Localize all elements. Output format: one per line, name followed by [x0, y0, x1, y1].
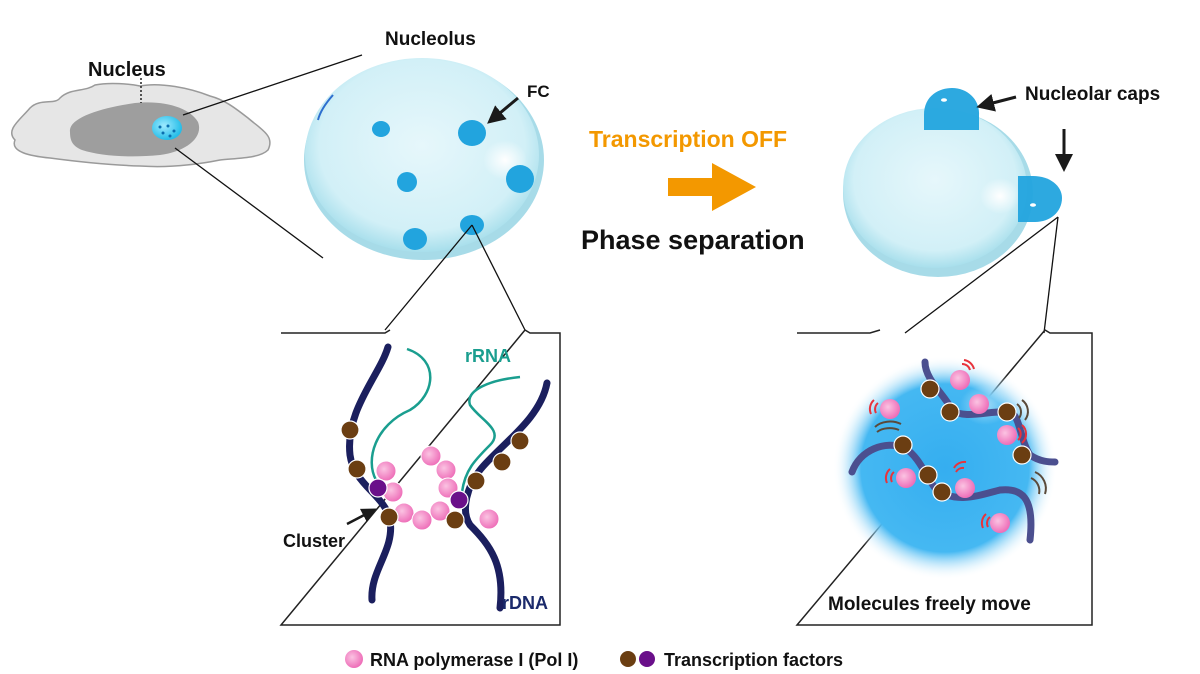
rdna-strand [462, 379, 551, 612]
zoom-line-bottom [174, 147, 324, 259]
fc-dot [372, 121, 390, 137]
tf-brown [920, 379, 940, 399]
rrna-label: rRNA [465, 346, 511, 366]
nucleus-label: Nucleus [88, 59, 166, 81]
legend: RNA polymerase I (Pol I) Transcription f… [345, 650, 843, 670]
nucleus-shape [69, 102, 200, 157]
zoom-line-left-2 [904, 216, 1059, 334]
tf-brown [997, 402, 1017, 422]
rdna-strand [346, 343, 395, 604]
motion-marks [868, 359, 1047, 529]
pol1-molecule [969, 394, 989, 414]
tf-brown [466, 471, 486, 491]
pol1-molecule [478, 508, 500, 530]
cap-highlight [941, 98, 947, 102]
cluster-arrow [346, 508, 377, 526]
legend-tf-brown-swatch [620, 651, 636, 667]
cluster-label: Cluster [283, 531, 345, 551]
legend-tf-purple-swatch [639, 651, 655, 667]
pol1-molecule [435, 459, 457, 481]
nucleolus-label: Nucleolus [385, 29, 476, 50]
cluster-inset-frame [279, 329, 561, 626]
nucleolar-cap-top [924, 88, 980, 130]
fc-dot-indicated [458, 120, 486, 146]
phase-droplet [833, 356, 1057, 580]
transcription-off-label: Transcription OFF [589, 126, 787, 152]
free-movement-inset-frame [795, 329, 1093, 626]
legend-pol1-label: RNA polymerase I (Pol I) [370, 650, 578, 670]
small-nucleolus [152, 116, 182, 140]
zoom-line-right-2 [1043, 216, 1059, 334]
tf-purple [449, 490, 469, 510]
rrna-strand [460, 375, 521, 493]
legend-tf-label: Transcription factors [664, 650, 843, 670]
pol1-molecule [429, 500, 451, 522]
pol1-molecule [990, 513, 1010, 533]
cell [10, 54, 363, 259]
fc-arrow [487, 96, 519, 124]
small-fc-dot [161, 131, 165, 135]
zoom-line-top [182, 54, 363, 116]
rrna-strand [370, 347, 432, 481]
tf-brown [379, 507, 399, 527]
caps-arrow-top [976, 94, 1017, 112]
pol1-molecule [375, 460, 397, 482]
nucleolus-rim-highlight [317, 94, 334, 121]
pol1-molecule [950, 370, 970, 390]
zoom-line-right [471, 224, 526, 331]
nucleolus-body [305, 58, 539, 252]
tf-brown [1012, 445, 1032, 465]
tf-brown [340, 420, 360, 440]
pol1-molecule [997, 425, 1017, 445]
pol1-cluster [375, 445, 500, 531]
pol1-molecule [880, 399, 900, 419]
pol1-molecule [420, 445, 442, 467]
pol1-molecule [411, 509, 433, 531]
cap-highlight [1030, 203, 1036, 207]
pol1-molecule [896, 468, 916, 488]
small-fc-dot [166, 124, 170, 128]
small-fc-dot [172, 129, 176, 133]
pol1-molecule [955, 478, 975, 498]
tf-purple [368, 478, 388, 498]
tf-brown [940, 402, 960, 422]
tf-brown [445, 510, 465, 530]
fc-dot [506, 165, 534, 193]
transcription-factors [340, 420, 530, 530]
tf-brown [510, 431, 530, 451]
fc-label: FC [527, 82, 550, 101]
zoom-line-left [384, 224, 473, 331]
fc-dot [397, 172, 417, 192]
phase-separation-label: Phase separation [581, 225, 805, 255]
cluster-inset [279, 329, 561, 626]
nucleolar-caps-label: Nucleolar caps [1025, 84, 1160, 105]
nucleolus [304, 58, 544, 331]
nucleolus-separated [843, 88, 1073, 334]
rdna-label: rDNA [502, 593, 548, 613]
small-fc-dot [168, 134, 172, 138]
legend-pol1-swatch [345, 650, 363, 668]
tf-brown [893, 435, 913, 455]
tf-brown [347, 459, 367, 479]
tf-brown [918, 465, 938, 485]
molecules-freely-move-label: Molecules freely move [828, 594, 1031, 615]
free-movement-inset [795, 329, 1093, 626]
nucleolus-separated-glare [980, 178, 1020, 214]
tf-brown [492, 452, 512, 472]
nucleolar-cap-right [1018, 176, 1062, 222]
tf-brown [932, 482, 952, 502]
small-fc-dot [158, 125, 162, 129]
nucleolus-separated-body [843, 108, 1027, 268]
transition-arrow-icon [668, 163, 756, 211]
fc-dot [403, 228, 427, 250]
